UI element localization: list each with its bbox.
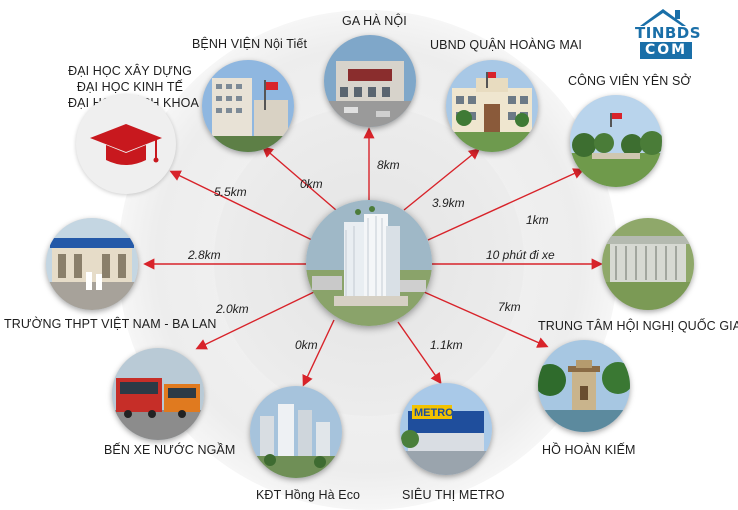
image-ben-xe [112,348,204,440]
arrow-cong-vien [427,168,585,241]
distance-metro: 1.1km [430,338,463,352]
image-ho-hoan-kiem [538,340,630,432]
arrow-ben-xe [195,291,315,350]
label-ubnd: UBND QUẬN HOÀNG MAI [430,38,582,52]
image-cong-vien [570,95,662,187]
distance-ubnd: 3.9km [432,196,465,210]
education-circle [76,94,176,194]
logo-text-com: COM [640,42,692,59]
image-hoi-nghi [602,218,694,310]
tinbds-logo: TINBDS COM [632,6,701,62]
center-building-image [306,200,432,326]
label-cong-vien: CÔNG VIÊN YÊN SỞ [568,74,692,88]
graduation-cap-icon [90,124,162,165]
image-ubnd [446,60,538,152]
label-metro: SIÊU THỊ METRO [402,488,505,502]
distance-dai-hoc: 5.5km [214,185,247,199]
arrow-ubnd [403,148,481,211]
label-truong-thpt: TRƯỜNG THPT VIỆT NAM - BA LAN [4,317,217,331]
image-benh-vien [202,60,294,152]
distance-benh-vien: 0km [300,177,323,191]
image-metro: METRO [400,383,492,475]
label-hoi-nghi: TRUNG TÂM HỘI NGHỊ QUỐC GIA [538,319,738,333]
arrow-ho-hoan-kiem [423,291,549,348]
label-kdt: KĐT Hồng Hà Eco [256,488,361,502]
distance-cong-vien: 1km [526,213,549,227]
metro-sign-text: METRO [414,407,454,419]
education-line-2: ĐẠI HỌC KINH TẾ [76,80,184,94]
arrow-kdt [302,319,335,387]
distance-hoi-nghi: 10 phút đi xe [486,248,555,262]
arrow-dai-hoc [169,170,313,241]
education-line-1: ĐẠI HỌC XÂY DỰNG [68,64,192,78]
image-kdt [250,386,342,478]
image-ga-ha-noi [324,35,416,127]
arrow-benh-vien [261,146,337,211]
label-benh-vien: BỆNH VIỆN Nội Tiết [192,37,308,51]
distance-ho-hoan-kiem: 7km [498,300,521,314]
image-truong-thpt [46,218,138,310]
label-ben-xe: BẾN XE NƯỚC NGẦM [104,443,236,457]
label-ga-ha-noi: GA HÀ NỘI [342,14,407,28]
distance-ga-ha-noi: 8km [377,158,400,172]
logo-text-tinbds: TINBDS [635,24,702,42]
distance-ben-xe: 2.0km [216,302,249,316]
house-roof-icon [640,9,686,26]
distance-kdt: 0km [295,338,318,352]
label-ho-hoan-kiem: HỒ HOÀN KIẾM [542,443,636,457]
arrow-metro [397,321,442,385]
distance-truong-thpt: 2.8km [188,248,221,262]
